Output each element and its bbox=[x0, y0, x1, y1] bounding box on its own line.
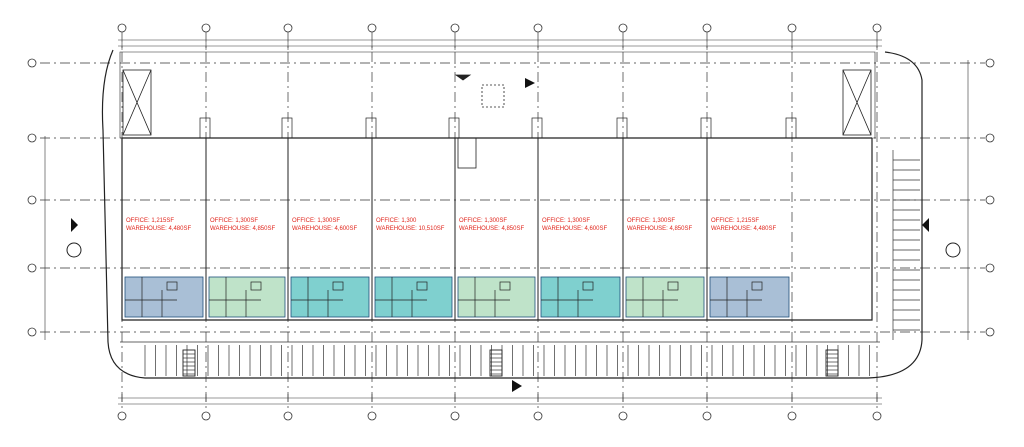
parking-stalls-east bbox=[892, 150, 920, 340]
downspout bbox=[281, 117, 293, 139]
grid-bubble bbox=[367, 23, 377, 33]
tenant-unit: OFFICE: 1,300SF WAREHOUSE: 4,600SF bbox=[290, 117, 377, 320]
office-area-label: OFFICE: 1,300SF bbox=[292, 218, 340, 224]
office-partitions bbox=[541, 277, 594, 317]
section-markers bbox=[66, 78, 961, 392]
grid-bubble bbox=[787, 411, 797, 421]
grid-bubble bbox=[702, 411, 712, 421]
restroom bbox=[166, 281, 178, 291]
restroom bbox=[332, 281, 344, 291]
grid-bubble bbox=[985, 195, 995, 205]
office-area-label: OFFICE: 1,300SF bbox=[459, 218, 507, 224]
tenant-unit: OFFICE: 1,300SF WAREHOUSE: 4,850SF bbox=[208, 117, 293, 320]
grid-bubble bbox=[787, 23, 797, 33]
grid-bubble bbox=[27, 133, 37, 143]
building-outline bbox=[101, 49, 923, 379]
dimension-lines bbox=[44, 39, 969, 405]
tenant-unit: OFFICE: 1,300SF WAREHOUSE: 4,850SF bbox=[457, 117, 543, 320]
grid-bubble bbox=[27, 263, 37, 273]
grid-bubble bbox=[618, 23, 628, 33]
grid-bubble bbox=[27, 195, 37, 205]
parking-stalls bbox=[120, 341, 880, 377]
grid-bubble bbox=[985, 58, 995, 68]
warehouse-area-label: WAREHOUSE: 4,850SF bbox=[627, 226, 692, 232]
grid-bubble bbox=[872, 23, 882, 33]
grid-bubble bbox=[283, 23, 293, 33]
grid-bubble bbox=[702, 23, 712, 33]
warehouse-area-label: WAREHOUSE: 4,850SF bbox=[210, 226, 275, 232]
corner-ramps bbox=[122, 69, 872, 136]
loading-ramp bbox=[825, 349, 839, 377]
office-partitions bbox=[458, 277, 511, 317]
tenant-unit: OFFICE: 1,215SF WAREHOUSE: 4,480SF bbox=[709, 117, 797, 318]
grid-bubble bbox=[27, 58, 37, 68]
office-suite bbox=[290, 276, 370, 318]
office-suite bbox=[374, 276, 453, 318]
warehouse-area-label: WAREHOUSE: 4,600SF bbox=[542, 226, 607, 232]
office-suite bbox=[625, 276, 705, 318]
warehouse-area-label: WAREHOUSE: 10,510SF bbox=[376, 226, 445, 232]
grid-bubble bbox=[985, 327, 995, 337]
grid-bubble bbox=[450, 23, 460, 33]
grid-bubble bbox=[872, 411, 882, 421]
downspout bbox=[700, 117, 712, 139]
office-suite bbox=[124, 276, 204, 318]
office-suite bbox=[709, 276, 790, 318]
grid-bubble bbox=[201, 23, 211, 33]
warehouse-area-label: WAREHOUSE: 4,480SF bbox=[711, 226, 776, 232]
office-area-label: OFFICE: 1,300SF bbox=[210, 218, 258, 224]
grid-bubble bbox=[450, 411, 460, 421]
downspout bbox=[785, 117, 797, 139]
office-partitions bbox=[375, 277, 428, 317]
office-partitions bbox=[125, 277, 178, 317]
office-area-label: OFFICE: 1,300SF bbox=[542, 218, 590, 224]
loading-ramp bbox=[489, 349, 503, 377]
grid-bubble bbox=[618, 411, 628, 421]
grid-bubble bbox=[985, 133, 995, 143]
warehouse-area-label: WAREHOUSE: 4,480SF bbox=[126, 226, 191, 232]
tenant-unit: OFFICE: 1,300SF WAREHOUSE: 4,600SF bbox=[540, 117, 628, 320]
office-area-label: OFFICE: 1,215SF bbox=[711, 218, 759, 224]
grid-bubble bbox=[201, 411, 211, 421]
restroom bbox=[667, 281, 679, 291]
downspout bbox=[616, 117, 628, 139]
office-area-label: OFFICE: 1,215SF bbox=[126, 218, 174, 224]
downspout bbox=[199, 117, 211, 139]
restroom bbox=[582, 281, 594, 291]
grid-bubble bbox=[283, 411, 293, 421]
office-partitions bbox=[710, 277, 763, 317]
downspout bbox=[531, 117, 543, 139]
office-partitions bbox=[209, 277, 262, 317]
grid-bubble bbox=[533, 411, 543, 421]
center-entry bbox=[454, 74, 505, 169]
grid-bubbles bbox=[27, 23, 995, 421]
loading-ramp bbox=[182, 349, 196, 377]
grid-bubble bbox=[533, 23, 543, 33]
restroom bbox=[751, 281, 763, 291]
downspout bbox=[365, 117, 377, 139]
grid-bubble bbox=[367, 411, 377, 421]
office-partitions bbox=[626, 277, 679, 317]
downspout bbox=[448, 117, 460, 139]
tenant-unit: OFFICE: 1,215SF WAREHOUSE: 4,480SF bbox=[124, 117, 211, 320]
restroom bbox=[416, 281, 428, 291]
tenant-unit: OFFICE: 1,300SF WAREHOUSE: 4,850SF bbox=[625, 117, 712, 320]
office-suite bbox=[208, 276, 286, 318]
office-area-label: OFFICE: 1,300SF bbox=[627, 218, 675, 224]
office-area-label: OFFICE: 1,300 bbox=[376, 218, 417, 224]
grid-bubble bbox=[27, 327, 37, 337]
restroom bbox=[499, 281, 511, 291]
warehouse-area-label: WAREHOUSE: 4,600SF bbox=[292, 226, 357, 232]
grid-bubble bbox=[985, 263, 995, 273]
office-partitions bbox=[291, 277, 344, 317]
warehouse-area-label: WAREHOUSE: 4,850SF bbox=[459, 226, 524, 232]
office-suite bbox=[540, 276, 621, 318]
office-suite bbox=[457, 276, 536, 318]
grid-bubble bbox=[117, 23, 127, 33]
grid-bubble bbox=[117, 411, 127, 421]
restroom bbox=[250, 281, 262, 291]
